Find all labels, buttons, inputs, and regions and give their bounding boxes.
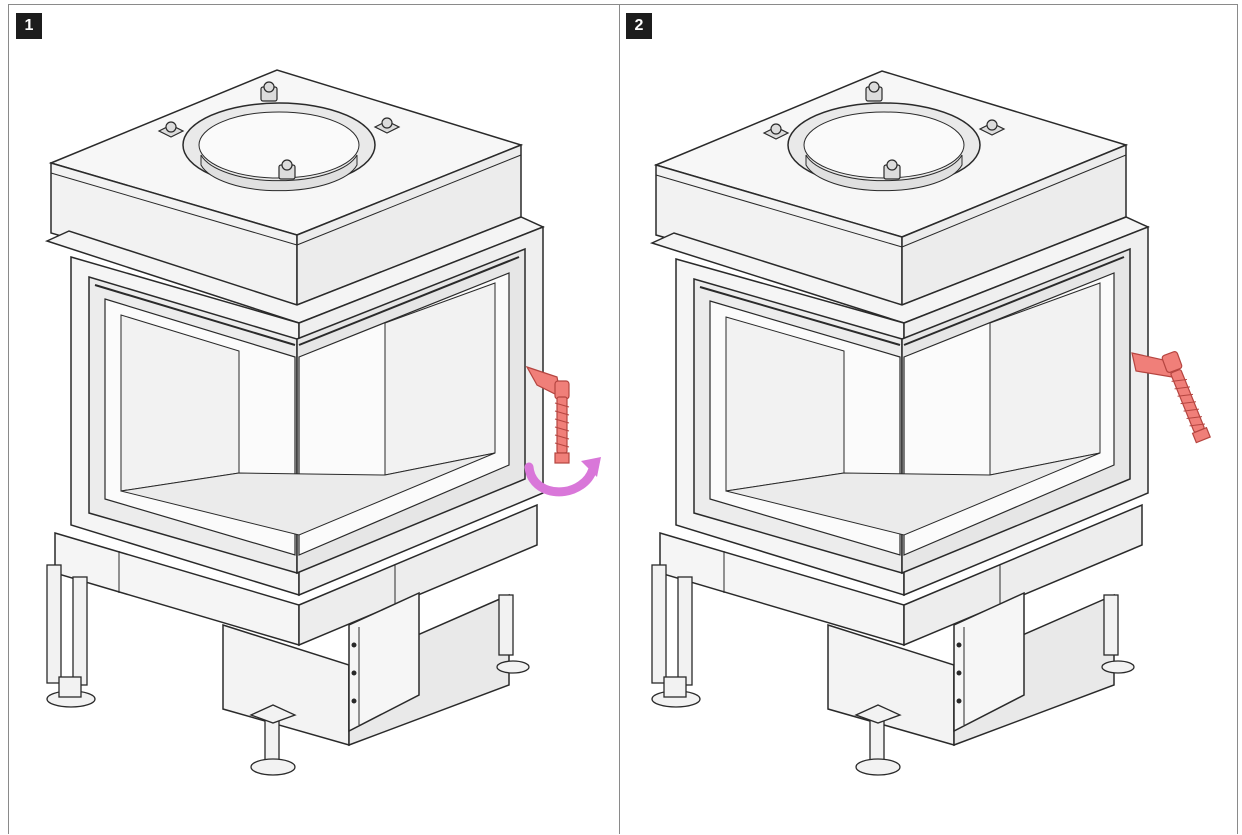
step-panel-1: 1 — [8, 4, 620, 834]
ash-box-front — [222, 623, 350, 746]
firebox-floor — [120, 452, 496, 536]
step-panel-2: 2 — [620, 4, 1238, 834]
lever-handle — [525, 365, 570, 464]
rotate-arrow-icon — [524, 457, 601, 497]
bolt-icon — [157, 81, 401, 180]
lever-handle — [1131, 351, 1211, 444]
step-number-badge: 2 — [626, 13, 652, 39]
air-damper-plate — [348, 591, 420, 733]
fireplace-illustration — [44, 69, 601, 776]
leveling-legs — [651, 564, 1135, 776]
step-number-badge: 1 — [16, 13, 42, 39]
fireplace-drawing — [649, 70, 1150, 776]
leveling-legs — [46, 564, 530, 776]
bolt-icon — [762, 81, 1006, 180]
fireplace-illustration — [649, 70, 1211, 776]
fireplace-drawing — [44, 69, 545, 776]
base-right — [298, 503, 538, 647]
